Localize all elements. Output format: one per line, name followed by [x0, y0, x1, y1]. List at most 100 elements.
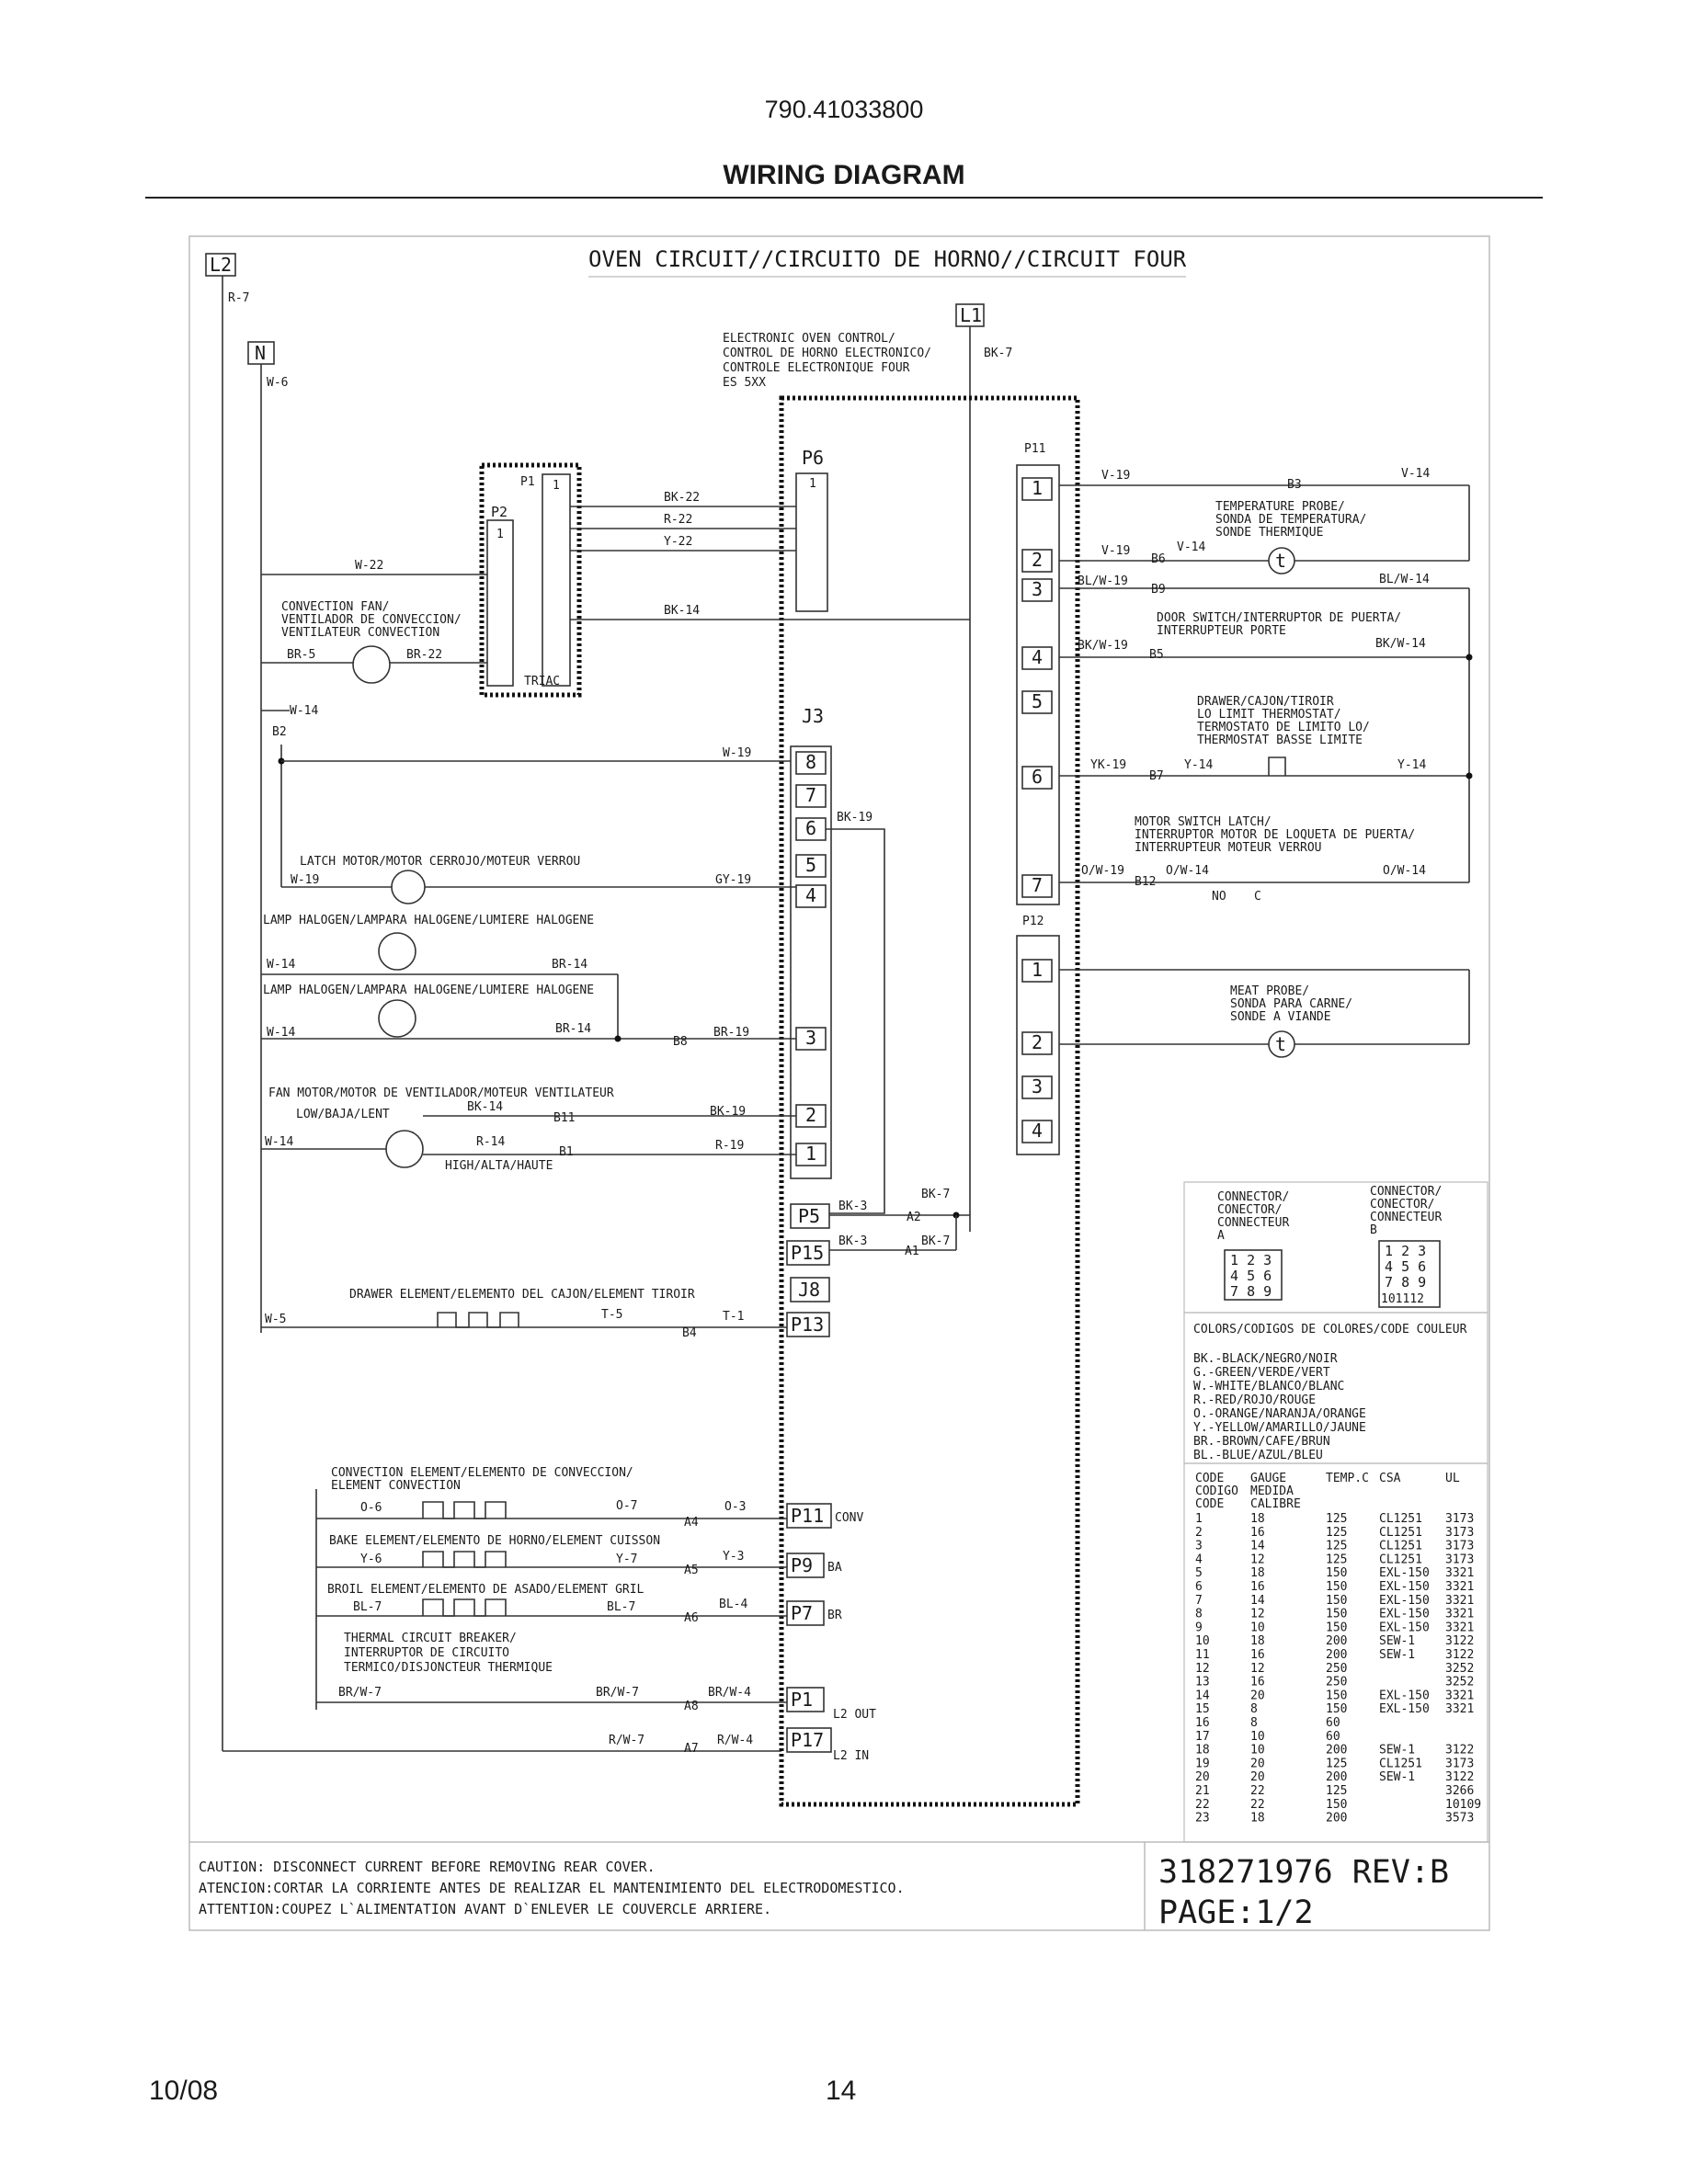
gauge-table-cell: 3252 — [1445, 1662, 1474, 1676]
p11b-box — [786, 1503, 832, 1529]
gauge-table-cell: CSA — [1379, 1472, 1401, 1485]
color-codes-title: COLORS/CODIGOS DE COLORES/CODE COULEUR — [1193, 1323, 1467, 1337]
drawer-thermo-icon — [1268, 756, 1286, 776]
gauge-table-cell: 23 — [1195, 1812, 1210, 1826]
doc-page: PAGE:1/2 — [1158, 1894, 1314, 1931]
control-line-2: CONTROL DE HORNO ELECTRONICO/ — [723, 347, 931, 360]
meat-probe-icon — [1268, 1030, 1295, 1058]
conn-a-r3: 7 8 9 — [1230, 1283, 1272, 1300]
gauge-table-cell: 16 — [1250, 1526, 1265, 1540]
p11-pin-6: 6 — [1032, 766, 1043, 788]
gauge-table-cell: 125 — [1326, 1512, 1347, 1526]
gauge-table-cell: 7 — [1195, 1594, 1203, 1608]
motor-switch-label-2: INTERRUPTOR MOTOR DE LOQUETA DE PUERTA/ — [1135, 828, 1415, 842]
node-b1: B1 — [559, 1145, 574, 1159]
wire-v19: V-19 — [1101, 469, 1130, 483]
gauge-table-cell: 3122 — [1445, 1744, 1474, 1757]
j3-pin-3: 3 — [805, 1027, 816, 1049]
p12-pin-2: 2 — [1032, 1031, 1043, 1053]
conv-element-label-2: ELEMENT CONVECTION — [331, 1479, 461, 1493]
node-a8: A8 — [684, 1700, 699, 1713]
gauge-table-cell: SEW-1 — [1379, 1634, 1415, 1648]
p2-connector — [486, 519, 514, 687]
doc-number: 318271976 REV:B — [1158, 1854, 1449, 1891]
node-b12: B12 — [1135, 875, 1156, 889]
p9-box — [786, 1553, 825, 1578]
wire-ow14b: O/W-14 — [1383, 864, 1426, 878]
lamp1-label: LAMP HALOGEN/LAMPARA HALOGENE/LUMIERE HA… — [263, 914, 594, 927]
conn-a-label-4: A — [1217, 1229, 1225, 1243]
gauge-table-cell: 5 — [1195, 1566, 1203, 1580]
footer-page-number: 14 — [826, 2076, 857, 2106]
p11-pin-box-4 — [1021, 646, 1053, 670]
gauge-table-cell: SEW-1 — [1379, 1648, 1415, 1662]
wire-v19b: V-19 — [1101, 544, 1130, 558]
page-title: WIRING DIAGRAM — [723, 160, 965, 190]
conn-b-r1: 1 2 3 — [1385, 1243, 1426, 1259]
p11-pin-box-1 — [1021, 477, 1053, 501]
gauge-table-cell: 19 — [1195, 1757, 1210, 1770]
gauge-table-cell: EXL-150 — [1379, 1689, 1430, 1702]
conn-b-r2: 4 5 6 — [1385, 1258, 1426, 1275]
drawer-element-icon — [437, 1312, 519, 1328]
gauge-table-cell: 3173 — [1445, 1540, 1474, 1553]
p6-pin-1: 1 — [809, 477, 816, 491]
gauge-table-cell: 3122 — [1445, 1770, 1474, 1784]
gauge-table-cell: 250 — [1326, 1676, 1347, 1689]
p1-pin-1: 1 — [553, 479, 560, 493]
conn-b-label-4: B — [1370, 1223, 1377, 1237]
wire-y14b: Y-14 — [1397, 758, 1426, 772]
gauge-table-cell: MEDIDA — [1250, 1484, 1294, 1498]
wire-w14-f: W-14 — [265, 1135, 293, 1149]
wire-br14-l1: BR-14 — [552, 958, 587, 972]
gauge-table-cell: 22 — [1250, 1784, 1265, 1798]
wire-br22: BR-22 — [406, 648, 442, 662]
gauge-table-cell: 16 — [1250, 1580, 1265, 1594]
wire-o7: O-7 — [616, 1499, 637, 1513]
gauge-table-cell: 150 — [1326, 1798, 1347, 1812]
wire-w19b: W-19 — [291, 873, 319, 887]
gauge-table-cell: SEW-1 — [1379, 1770, 1415, 1784]
wire-r14-f: R-14 — [476, 1135, 505, 1149]
conn-b-label-2: CONECTOR/ — [1370, 1198, 1434, 1211]
color-code-2: G.-GREEN/VERDE/VERT — [1193, 1366, 1330, 1380]
thermal-breaker-label-3: TERMICO/DISJONCTEUR THERMIQUE — [344, 1661, 553, 1675]
wire-bkw14: BK/W-14 — [1375, 637, 1426, 651]
conn-a-r1: 1 2 3 — [1230, 1252, 1272, 1268]
b8-junction — [614, 1035, 622, 1042]
p6-connector — [795, 472, 828, 612]
gauge-table-cell: 9 — [1195, 1621, 1203, 1634]
gauge-table-cell: 20 — [1250, 1757, 1265, 1770]
fan-low-label: LOW/BAJA/LENT — [296, 1108, 390, 1121]
j3-pin-8: 8 — [805, 751, 816, 773]
gauge-table-cell: CL1251 — [1379, 1512, 1422, 1526]
p5-label: P5 — [798, 1205, 820, 1227]
output-ba: BA — [827, 1561, 842, 1575]
gauge-table-cell: 3321 — [1445, 1580, 1474, 1594]
switch-c-label: C — [1254, 890, 1261, 904]
gauge-table-cell: EXL-150 — [1379, 1594, 1430, 1608]
wire-blw14: BL/W-14 — [1379, 573, 1430, 586]
p6-label: P6 — [802, 447, 824, 469]
motor-switch-label-1: MOTOR SWITCH LATCH/ — [1135, 815, 1272, 829]
p2-label: P2 — [491, 504, 508, 520]
wire-rw7: R/W-7 — [609, 1734, 644, 1747]
gauge-table-cell: 125 — [1326, 1757, 1347, 1770]
p11-pin-4: 4 — [1032, 646, 1043, 668]
wire-bk7a: BK-7 — [921, 1188, 950, 1201]
gauge-table-cell: 3321 — [1445, 1621, 1474, 1634]
gauge-table-cell: 150 — [1326, 1621, 1347, 1634]
output-br: BR — [827, 1609, 842, 1622]
lamp2-icon — [378, 999, 416, 1038]
drawer-thermo-label-1: DRAWER/CAJON/TIROIR — [1197, 695, 1334, 709]
meat-probe-label-1: MEAT PROBE/ — [1230, 984, 1309, 998]
conn-a-r2: 4 5 6 — [1230, 1268, 1272, 1284]
p9-label: P9 — [791, 1554, 813, 1576]
node-a5: A5 — [684, 1564, 699, 1577]
temp-probe-label-3: SONDE THERMIQUE — [1215, 526, 1323, 540]
wire-blw19: BL/W-19 — [1078, 574, 1128, 588]
gauge-table-cell: 4 — [1195, 1553, 1203, 1566]
caution-line-2: ATENCION:CORTAR LA CORRIENTE ANTES DE RE… — [199, 1880, 905, 1896]
gauge-table-cell: 12 — [1250, 1553, 1265, 1566]
color-code-5: O.-ORANGE/NARANJA/ORANGE — [1193, 1407, 1366, 1421]
